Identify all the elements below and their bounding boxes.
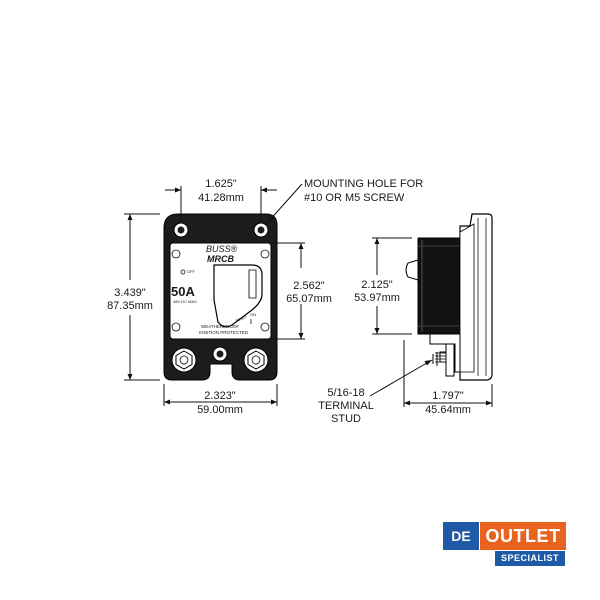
depth-in: 1.797" [432, 390, 464, 402]
stud-line1: 5/16-18 [327, 387, 364, 399]
width-in: 2.323" [204, 390, 236, 402]
side-lever [405, 259, 419, 281]
width-mm: 59.00mm [197, 404, 243, 416]
model-label: MRCB [207, 254, 234, 264]
voltage-label: 48V DC MAX [173, 299, 197, 304]
hole-spacing-mm: 41.28mm [198, 192, 244, 204]
reset-label: RESET [235, 315, 248, 323]
logo-de: DE [443, 522, 479, 550]
dim-body-height: 2.562" 65.07mm [272, 242, 332, 340]
dim-hole-spacing: 1.625" 41.28mm [165, 178, 277, 222]
face-screw-top-left [171, 249, 181, 259]
face-screw-bottom-right [260, 322, 270, 332]
body-height-in: 2.562" [293, 280, 325, 292]
mounting-hole-line1: MOUNTING HOLE FOR [304, 178, 423, 190]
stud-line3: STUD [331, 413, 361, 425]
mounting-hole-bottom [212, 346, 228, 362]
stud-line2: TERMINAL [318, 400, 374, 412]
depth-mm: 45.64mm [425, 404, 471, 416]
height-in: 3.439" [114, 287, 146, 299]
side-terminal-stud [432, 343, 455, 377]
dim-width: 2.323" 59.00mm [163, 384, 278, 416]
front-view: BUSS® MRCB OFF 50A 48V DC MAX RESET ON W… [163, 213, 278, 381]
hole-spacing-in: 1.625" [205, 178, 237, 190]
mounting-hole-line2: #10 OR M5 SCREW [304, 192, 405, 204]
logo-specialist: SPECIALIST [495, 551, 565, 566]
side-height-mm: 53.97mm [354, 292, 400, 304]
body-height-mm: 65.07mm [286, 293, 332, 305]
dim-overall-height: 3.439" 87.35mm [107, 213, 160, 381]
callout-mounting-hole: MOUNTING HOLE FOR #10 OR M5 SCREW [267, 178, 423, 223]
rating-label: 50A [171, 284, 195, 299]
side-height-in: 2.125" [361, 279, 393, 291]
height-mm: 87.35mm [107, 300, 153, 312]
brand-label: BUSS® [206, 244, 238, 254]
terminal-stud-left [171, 347, 197, 373]
weatherproof-label: WEATHERPROOF [201, 324, 239, 329]
logo-outlet: OUTLET [480, 522, 566, 550]
off-label: OFF [187, 269, 196, 274]
face-screw-top-right [260, 249, 270, 259]
terminal-stud-right [243, 347, 269, 373]
ignition-protected-label: IGNITION PROTECTED [199, 330, 249, 335]
dim-side-height: 2.125" 53.97mm [354, 237, 412, 335]
de-outlet-specialist-logo: DE OUTLET SPECIALIST [443, 518, 569, 568]
side-view [405, 213, 493, 381]
callout-terminal-stud: 5/16-18 TERMINAL STUD [318, 359, 433, 425]
side-body [417, 237, 461, 335]
on-label: ON [250, 312, 256, 317]
dim-depth: 1.797" 45.64mm [403, 340, 493, 416]
face-screw-bottom-left [171, 322, 181, 332]
off-indicator-icon [180, 269, 186, 275]
